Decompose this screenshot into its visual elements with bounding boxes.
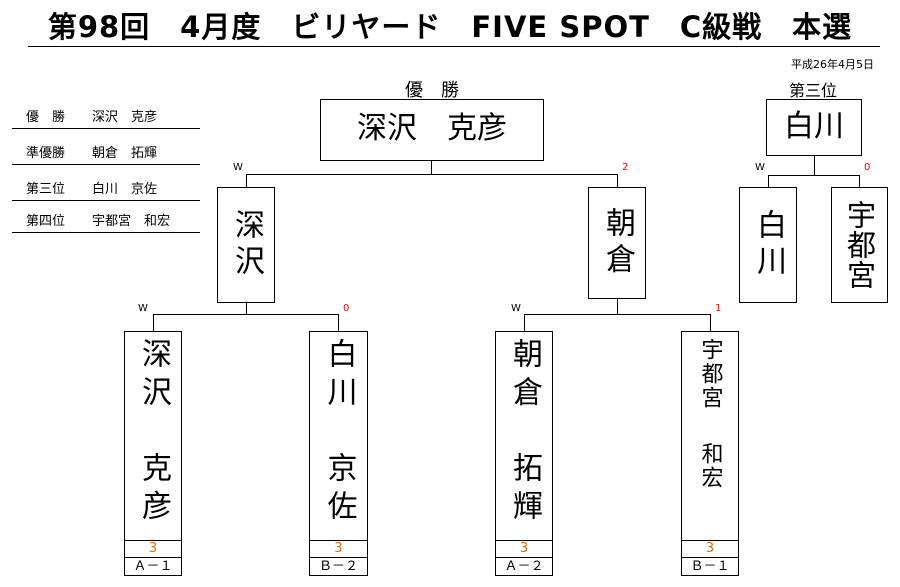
- race-to: 3: [310, 540, 367, 557]
- bracket-line: [524, 314, 525, 331]
- seed-label: Ｂ－１: [682, 557, 738, 575]
- third-place-player-left: 白川: [739, 187, 797, 303]
- player-surname: 朝倉: [507, 338, 542, 414]
- page-title: 第98回 4月度 ビリヤード FIVE SPOT C級戦 本選: [47, 10, 853, 44]
- title-underline: [28, 46, 880, 47]
- finalist-name: 朝倉: [600, 207, 635, 279]
- result-rank-label: 第三位: [26, 182, 66, 197]
- bracket-line: [153, 314, 339, 315]
- result-row-2nd: 準優勝 朝倉 拓輝: [12, 140, 200, 165]
- bracket-line: [768, 175, 860, 176]
- finalist-box-left: 深沢: [217, 187, 275, 303]
- seed-label: Ａ－１: [125, 557, 181, 575]
- player-card: 白川 京佐 3 Ｂ－２: [309, 331, 368, 576]
- player-given-name: 和宏: [697, 442, 723, 490]
- match-score: 0: [343, 303, 350, 314]
- bracket-line: [814, 155, 815, 176]
- result-row-4th: 第四位 宇都宮 和宏: [12, 208, 200, 233]
- final-right-score: 2: [622, 162, 629, 173]
- player-name-block: 朝倉 拓輝: [496, 332, 552, 540]
- player-card: 朝倉 拓輝 3 Ａ－２: [495, 331, 553, 576]
- result-rank-label: 準優勝: [26, 146, 66, 161]
- player-name: 白川: [751, 209, 786, 281]
- bracket-line: [431, 160, 432, 175]
- third-left-score: W: [755, 162, 765, 173]
- player-given-name: 拓輝: [507, 452, 542, 528]
- bracket-line: [859, 175, 860, 187]
- bracket-line: [710, 314, 711, 331]
- event-date: 平成26年4月5日: [791, 58, 874, 71]
- player-given-name: 京佐: [321, 452, 357, 528]
- match-score: W: [138, 303, 148, 314]
- race-to: 3: [682, 540, 738, 557]
- final-left-score: W: [233, 162, 243, 173]
- seed-label: Ａ－２: [496, 557, 552, 575]
- player-name-block: 白川 京佐: [310, 332, 367, 540]
- bracket-line: [246, 174, 247, 187]
- player-surname: 宇都宮: [697, 338, 723, 410]
- match-score: W: [511, 303, 521, 314]
- result-player-name: 朝倉 拓輝: [92, 146, 158, 161]
- bracket-line: [524, 314, 711, 315]
- third-right-score: 0: [864, 162, 871, 173]
- player-name-block: 深沢 克彦: [125, 332, 181, 540]
- champion-heading: 優 勝: [405, 80, 459, 101]
- race-to: 3: [496, 540, 552, 557]
- seed-label: Ｂ－２: [310, 557, 367, 575]
- player-given-name: 克彦: [136, 452, 171, 528]
- third-place-box: 白川: [766, 99, 862, 156]
- bracket-line: [153, 314, 154, 331]
- bracket-line: [338, 314, 339, 331]
- third-place-heading: 第三位: [788, 81, 837, 100]
- player-card: 深沢 克彦 3 Ａ－１: [124, 331, 182, 576]
- race-to: 3: [125, 540, 181, 557]
- result-row-1st: 優 勝 深沢 克彦: [12, 104, 200, 129]
- result-rank-label: 優 勝: [26, 110, 66, 125]
- bracket-line: [768, 175, 769, 187]
- result-player-name: 白川 京佐: [92, 182, 158, 197]
- bracket-line: [246, 302, 247, 315]
- bracket-line: [617, 174, 618, 187]
- third-place-player-right: 宇都宮: [831, 187, 888, 303]
- player-name-block: 宇都宮 和宏: [682, 332, 738, 540]
- player-surname: 深沢: [136, 338, 171, 414]
- player-card: 宇都宮 和宏 3 Ｂ－１: [681, 331, 739, 576]
- bracket-line: [617, 298, 618, 315]
- player-name: 宇都宮: [842, 200, 877, 290]
- champion-box: 深沢 克彦: [320, 99, 544, 161]
- finalist-box-right: 朝倉: [588, 187, 646, 299]
- result-player-name: 深沢 克彦: [92, 110, 158, 125]
- result-row-3rd: 第三位 白川 京佐: [12, 176, 200, 201]
- bracket-line: [246, 174, 618, 175]
- finalist-name: 深沢: [229, 209, 264, 281]
- result-player-name: 宇都宮 和宏: [92, 214, 171, 229]
- player-surname: 白川: [321, 338, 357, 414]
- result-rank-label: 第四位: [26, 214, 66, 229]
- match-score: 1: [715, 303, 722, 314]
